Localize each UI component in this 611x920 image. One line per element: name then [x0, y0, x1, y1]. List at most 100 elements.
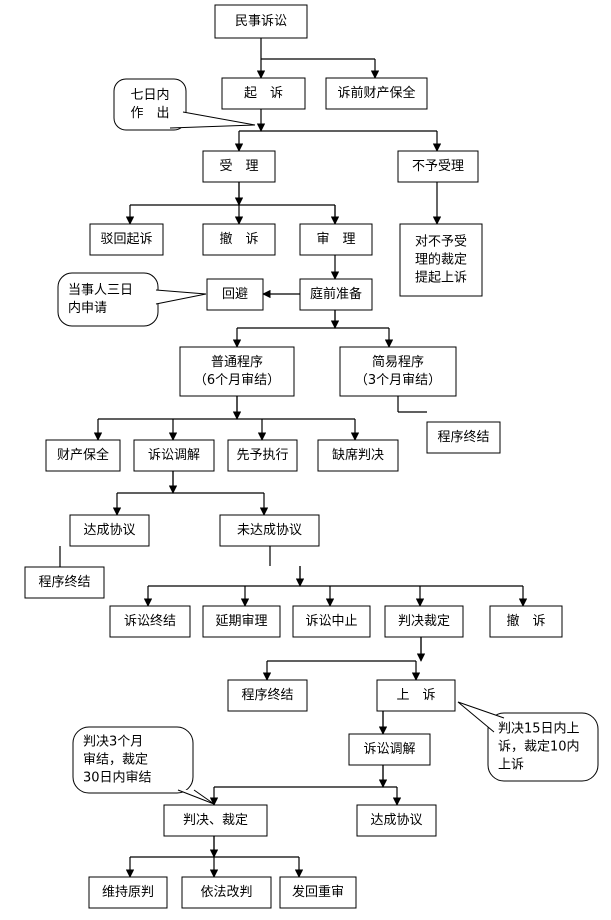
node-panjue2: 判决、裁定 [163, 804, 268, 837]
node-shangsu: 上 诉 [376, 679, 456, 712]
node-label: 撤 诉 [506, 613, 545, 629]
node-tiaojie2: 诉讼调解 [348, 733, 431, 766]
nodes: 民事诉讼起 诉诉前财产保全受 理不予受理对不予受理的裁定提起上诉驳回起诉撤 诉审… [24, 4, 563, 909]
node-box [202, 150, 276, 183]
node-putong: 普通程序（6个月审结） [179, 346, 295, 397]
node-box [426, 421, 501, 454]
node-zhongzhi: 诉讼中止 [292, 605, 371, 638]
node-tingqian: 庭前准备 [299, 278, 373, 311]
callout-tail [155, 289, 207, 305]
node-box [24, 566, 105, 599]
node-label: 程序终结 [38, 574, 90, 590]
callout-bubble [72, 726, 194, 794]
node-label: 理的裁定 [415, 252, 467, 268]
node-label: 诉前财产保全 [337, 85, 415, 101]
node-minshi: 民事诉讼 [214, 4, 308, 39]
connectors [59, 38, 528, 878]
node-label: 发回重审 [292, 884, 344, 900]
node-box [325, 77, 428, 110]
node-box [299, 223, 373, 256]
node-box [133, 439, 215, 472]
node-buyu: 不予受理 [397, 150, 479, 183]
node-label: 普通程序 [211, 355, 263, 370]
node-label: 程序终结 [241, 687, 293, 703]
callout-tail [177, 789, 215, 805]
callout-bubble [487, 712, 599, 782]
node-label: 撤 诉 [219, 231, 258, 247]
node-box [69, 514, 150, 547]
node-box [163, 804, 268, 837]
node-panjue_cd: 判决裁定 [384, 605, 464, 638]
node-label: 诉讼调解 [363, 742, 415, 757]
callout-text: 内申请 [68, 300, 107, 316]
callout-bubble [57, 272, 159, 327]
node-jianyi: 简易程序 （3个月审结） [339, 346, 457, 397]
node-box [384, 605, 464, 638]
node-label: 审 理 [316, 232, 355, 247]
callout-bubble [113, 78, 187, 131]
node-label: 判决裁定 [398, 613, 450, 629]
node-box [356, 804, 437, 837]
node-box [227, 679, 308, 712]
node-box [279, 876, 357, 909]
node-dacheng2: 达成协议 [356, 804, 437, 837]
node-label: 缺席判决 [332, 447, 384, 463]
callout-tail [169, 111, 256, 129]
node-yanqi: 延期审理 [202, 605, 281, 638]
node-box [221, 77, 306, 110]
node-label: 判决、裁定 [183, 812, 248, 828]
node-label: 程序终结 [437, 429, 489, 445]
node-box [292, 605, 371, 638]
node-label: 诉讼终结 [124, 613, 176, 629]
node-weidacheng: 未达成协议 [219, 514, 320, 547]
callout-text: 七日内 [130, 87, 169, 103]
node-box [202, 605, 281, 638]
node-box [214, 4, 308, 39]
node-label: 简易程序 [372, 354, 424, 370]
node-label: 达成协议 [83, 523, 135, 538]
node-box [397, 150, 479, 183]
callout-text: 上诉 [498, 758, 524, 773]
node-qisu: 起 诉 [221, 77, 306, 110]
node-box [376, 679, 456, 712]
node-label: 受 理 [219, 159, 258, 174]
node-bohui: 驳回起诉 [89, 223, 164, 256]
callout-text: 30日内审结 [83, 770, 152, 786]
callout-text: 判决3个月 [83, 735, 143, 750]
node-box [88, 876, 168, 909]
node-label: 驳回起诉 [100, 232, 152, 247]
node-label: （3个月审结） [355, 373, 441, 388]
node-label: 提起上诉 [415, 270, 467, 286]
callout-text: 审结，裁定 [83, 752, 148, 768]
node-xianyu: 先予执行 [227, 439, 298, 472]
node-dacheng1: 达成协议 [69, 514, 150, 547]
node-label: 对不予受 [415, 235, 467, 250]
node-zhongjie_pj: 程序终结 [227, 679, 308, 712]
node-shouli: 受 理 [202, 150, 276, 183]
node-box [109, 605, 191, 638]
node-label: 依法改判 [200, 885, 252, 900]
node-queque: 缺席判决 [317, 439, 399, 472]
node-suqian: 诉前财产保全 [325, 77, 428, 110]
node-box [179, 346, 295, 397]
node-zhongjie_dc: 程序终结 [24, 566, 105, 599]
node-label: 先予执行 [236, 448, 288, 463]
node-box [89, 223, 164, 256]
node-box [181, 876, 272, 909]
node-chesu2: 撤 诉 [489, 605, 563, 638]
node-box [227, 439, 298, 472]
callout-text: 当事人三日 [68, 283, 133, 298]
node-susong_zj: 诉讼终结 [109, 605, 191, 638]
callout-text: 诉，裁定10内 [498, 739, 580, 755]
node-shenli: 审 理 [299, 223, 373, 256]
node-box [339, 346, 457, 397]
node-fahui: 发回重审 [279, 876, 357, 909]
node-label: 诉讼调解 [148, 448, 200, 463]
